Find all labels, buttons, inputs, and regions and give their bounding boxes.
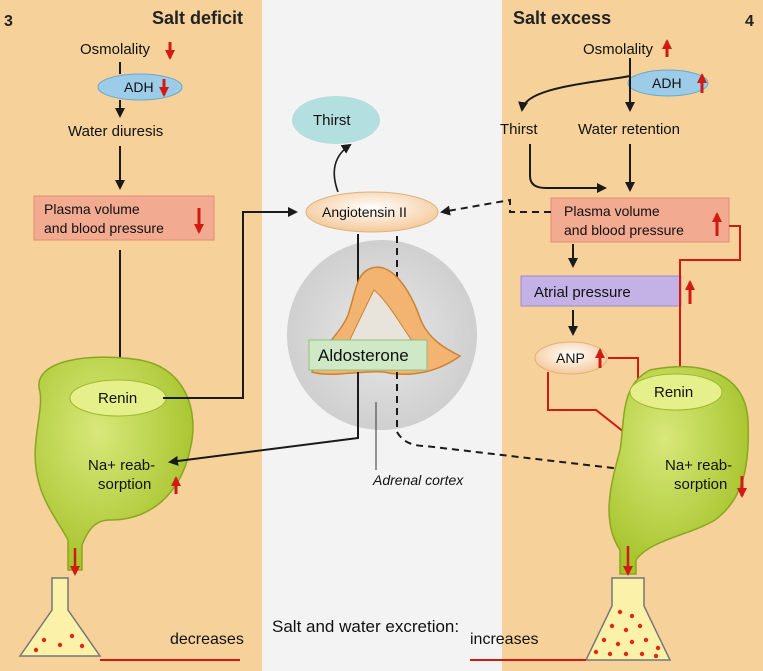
salt-dot xyxy=(42,638,46,642)
right-na-line1: Na+ reab- xyxy=(665,457,732,474)
left-na-line1: Na+ reab- xyxy=(88,457,155,474)
salt-dot xyxy=(656,646,660,650)
salt-dot xyxy=(618,610,622,614)
salt-dot xyxy=(654,654,658,658)
angiotensin-label: Angiotensin II xyxy=(322,204,407,220)
right-thirst-label: Thirst xyxy=(500,121,538,138)
left-renin-label: Renin xyxy=(98,390,137,407)
salt-dot xyxy=(602,638,606,642)
adrenal-cortex-label: Adrenal cortex xyxy=(372,472,464,488)
salt-dot xyxy=(34,648,38,652)
salt-dot xyxy=(80,644,84,648)
salt-dot xyxy=(624,652,628,656)
left-panel-title: Salt deficit xyxy=(152,8,243,28)
salt-dot xyxy=(58,643,62,647)
anp-label: ANP xyxy=(556,350,585,366)
right-plasma-line1: Plasma volume xyxy=(564,203,660,219)
right-na-line2: sorption xyxy=(674,476,727,493)
left-panel xyxy=(0,0,262,671)
left-water-diuresis: Water diuresis xyxy=(68,123,163,140)
salt-dot xyxy=(640,652,644,656)
right-panel-title: Salt excess xyxy=(513,8,611,28)
right-water-retention-label: Water retention xyxy=(578,121,680,138)
left-na-line2: sorption xyxy=(98,476,151,493)
left-panel-number: 3 xyxy=(4,13,13,30)
footer-left-label: decreases xyxy=(170,631,244,648)
salt-dot xyxy=(624,628,628,632)
salt-dot xyxy=(630,614,634,618)
salt-dot xyxy=(644,638,648,642)
footer-right-label: increases xyxy=(470,631,538,648)
right-renin-label: Renin xyxy=(654,384,693,401)
thirst-label: Thirst xyxy=(313,112,351,129)
right-osmolality-label: Osmolality xyxy=(583,41,654,58)
left-plasma-line1: Plasma volume xyxy=(44,201,140,217)
footer-center-label: Salt and water excretion: xyxy=(272,617,459,636)
left-osmolality-label: Osmolality xyxy=(80,41,151,58)
right-plasma-line2: and blood pressure xyxy=(564,222,684,238)
salt-dot xyxy=(608,652,612,656)
salt-dot xyxy=(616,642,620,646)
left-plasma-line2: and blood pressure xyxy=(44,220,164,236)
salt-dot xyxy=(70,634,74,638)
salt-dot xyxy=(638,624,642,628)
right-adh-label: ADH xyxy=(652,75,682,91)
right-panel-number: 4 xyxy=(745,13,754,30)
atrial-pressure-label: Atrial pressure xyxy=(534,284,631,301)
salt-dot xyxy=(610,624,614,628)
salt-dot xyxy=(630,640,634,644)
left-adh-label: ADH xyxy=(124,79,154,95)
salt-dot xyxy=(594,650,598,654)
aldosterone-label: Aldosterone xyxy=(318,346,409,365)
